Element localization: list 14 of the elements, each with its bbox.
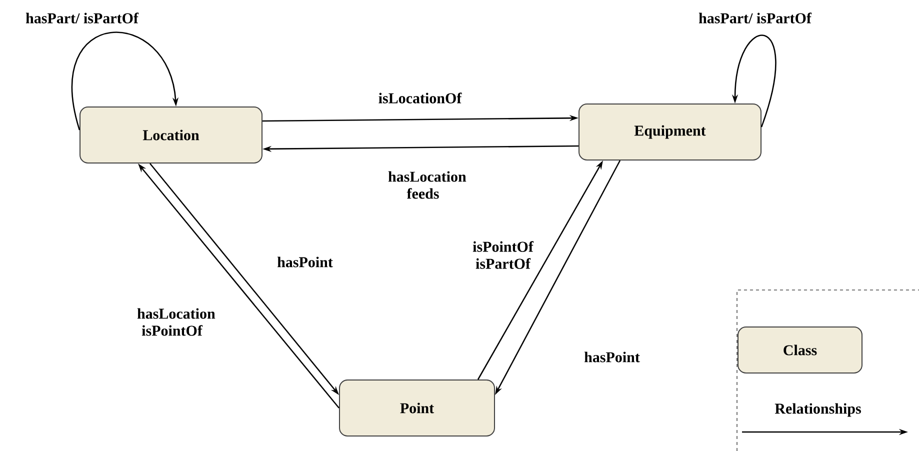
edge-label: hasPoint xyxy=(276,256,334,268)
class-box: Equipment xyxy=(578,104,762,160)
legend-class-box: Class xyxy=(738,326,862,374)
edge-label: hasPart/ isPartOf xyxy=(24,12,140,24)
edge-label: isLocationOf xyxy=(377,92,463,104)
edge-label: hasLocation isPointOf xyxy=(136,307,216,337)
edge-label: hasLocation feeds xyxy=(387,170,466,200)
legend-text: Relationships xyxy=(774,403,861,417)
arrow xyxy=(72,32,179,130)
edge-label: hasPart/ isPartOf xyxy=(698,12,812,24)
edge-label: isPointOf isPartOf xyxy=(466,240,540,270)
edge-label: hasPoint xyxy=(583,350,641,364)
class-box: Location xyxy=(80,106,262,164)
class-box: Point xyxy=(339,380,495,436)
